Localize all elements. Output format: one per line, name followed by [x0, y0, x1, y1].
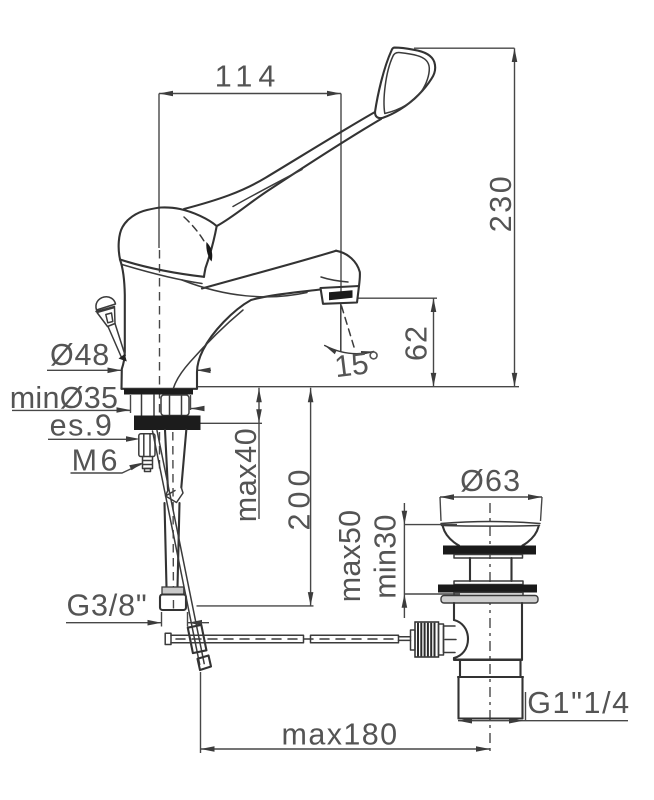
- svg-text:G3/8": G3/8": [67, 589, 148, 623]
- svg-text:minØ35: minØ35: [10, 381, 119, 415]
- svg-text:min30: min30: [369, 514, 403, 599]
- svg-text:Ø63: Ø63: [460, 464, 521, 498]
- svg-text:200: 200: [283, 465, 317, 531]
- svg-text:15°: 15°: [333, 345, 383, 384]
- svg-text:G1"1/4: G1"1/4: [527, 686, 631, 720]
- svg-text:230: 230: [484, 174, 518, 232]
- svg-text:Ø48: Ø48: [50, 338, 110, 372]
- svg-text:max50: max50: [333, 510, 367, 603]
- svg-text:62: 62: [400, 325, 434, 361]
- svg-text:M6: M6: [72, 444, 121, 478]
- svg-text:es.9: es.9: [50, 409, 114, 443]
- svg-text:max180: max180: [282, 718, 399, 752]
- svg-text:114: 114: [215, 60, 282, 94]
- svg-text:max40: max40: [229, 428, 263, 523]
